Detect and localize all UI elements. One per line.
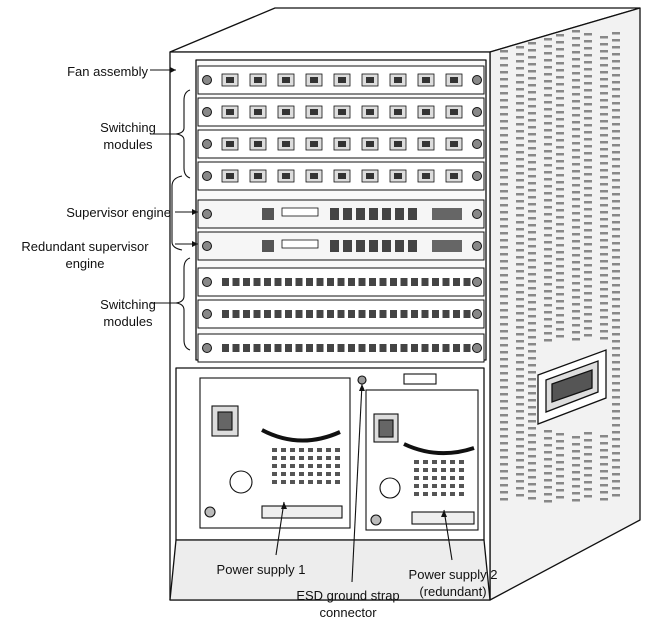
ps2-label-plate — [411, 511, 475, 525]
ps1-label-plate — [261, 505, 343, 519]
ps1-handle — [261, 428, 341, 443]
bracket-sup — [171, 175, 183, 251]
esd-connector — [357, 375, 367, 385]
ps2-handle — [403, 442, 475, 456]
callout-power-supply-2: Power supply 2 (redundant) — [388, 566, 518, 600]
callout-line: Switching — [100, 297, 156, 312]
callout-redundant-supervisor: Redundant supervisor engine — [0, 238, 170, 272]
base-bevel — [169, 539, 491, 601]
callout-line: modules — [103, 314, 153, 329]
callout-line: (redundant) — [419, 584, 487, 599]
callout-switching-modules-top: Switching modules — [88, 119, 168, 153]
callout-fan-assembly: Fan assembly — [67, 64, 148, 79]
side-vents — [500, 30, 620, 503]
callout-line: engine — [65, 256, 105, 271]
ps1-switch — [229, 470, 253, 494]
callout-line: Redundant supervisor — [21, 239, 149, 254]
callout-line: ESD ground strap — [296, 588, 400, 603]
module-slots — [197, 65, 485, 363]
leader-ps1 — [275, 501, 285, 556]
callout-supervisor-engine: Supervisor engine — [66, 205, 171, 220]
callout-esd-ground: ESD ground strap connector — [268, 587, 428, 621]
callout-line: Switching — [100, 120, 156, 135]
callout-switching-modules-bottom: Switching modules — [88, 296, 168, 330]
ps2-switch — [379, 477, 401, 499]
callout-power-supply-1: Power supply 1 — [216, 562, 306, 577]
leader-ps2 — [443, 509, 453, 561]
callout-line: Power supply 2 — [408, 567, 498, 582]
callout-line: connector — [319, 605, 377, 620]
leader-esd — [351, 383, 363, 583]
power-supply-vents — [272, 448, 464, 496]
power-supply-1-unit — [199, 377, 351, 529]
callout-line: modules — [103, 137, 153, 152]
